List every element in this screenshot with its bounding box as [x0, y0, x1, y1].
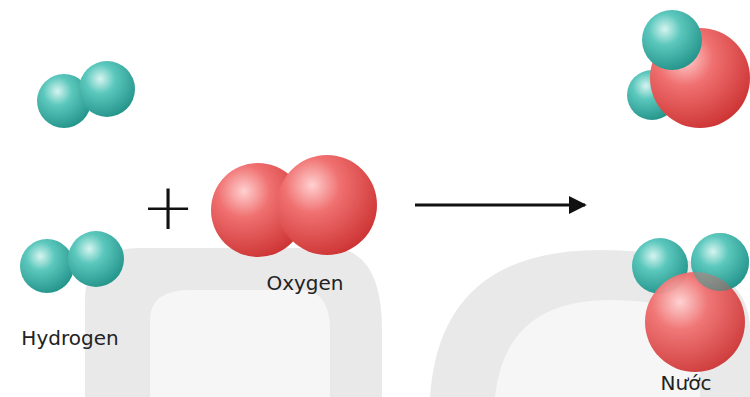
- plus-sign: +: [141, 175, 195, 239]
- hydrogen-molecule: [37, 61, 135, 128]
- water-molecule: [627, 10, 750, 128]
- watermark-shape: [150, 290, 330, 397]
- hydrogen-molecule: [20, 231, 124, 293]
- water-molecule: [632, 233, 749, 372]
- watermark-shape: [85, 248, 382, 397]
- molecule-label: Oxygen: [266, 273, 343, 293]
- molecule-label: Hydrogen: [21, 328, 118, 348]
- molecule-label: Nước: [661, 373, 712, 393]
- oxygen-molecule: [211, 155, 377, 257]
- reaction-arrow: [415, 204, 585, 207]
